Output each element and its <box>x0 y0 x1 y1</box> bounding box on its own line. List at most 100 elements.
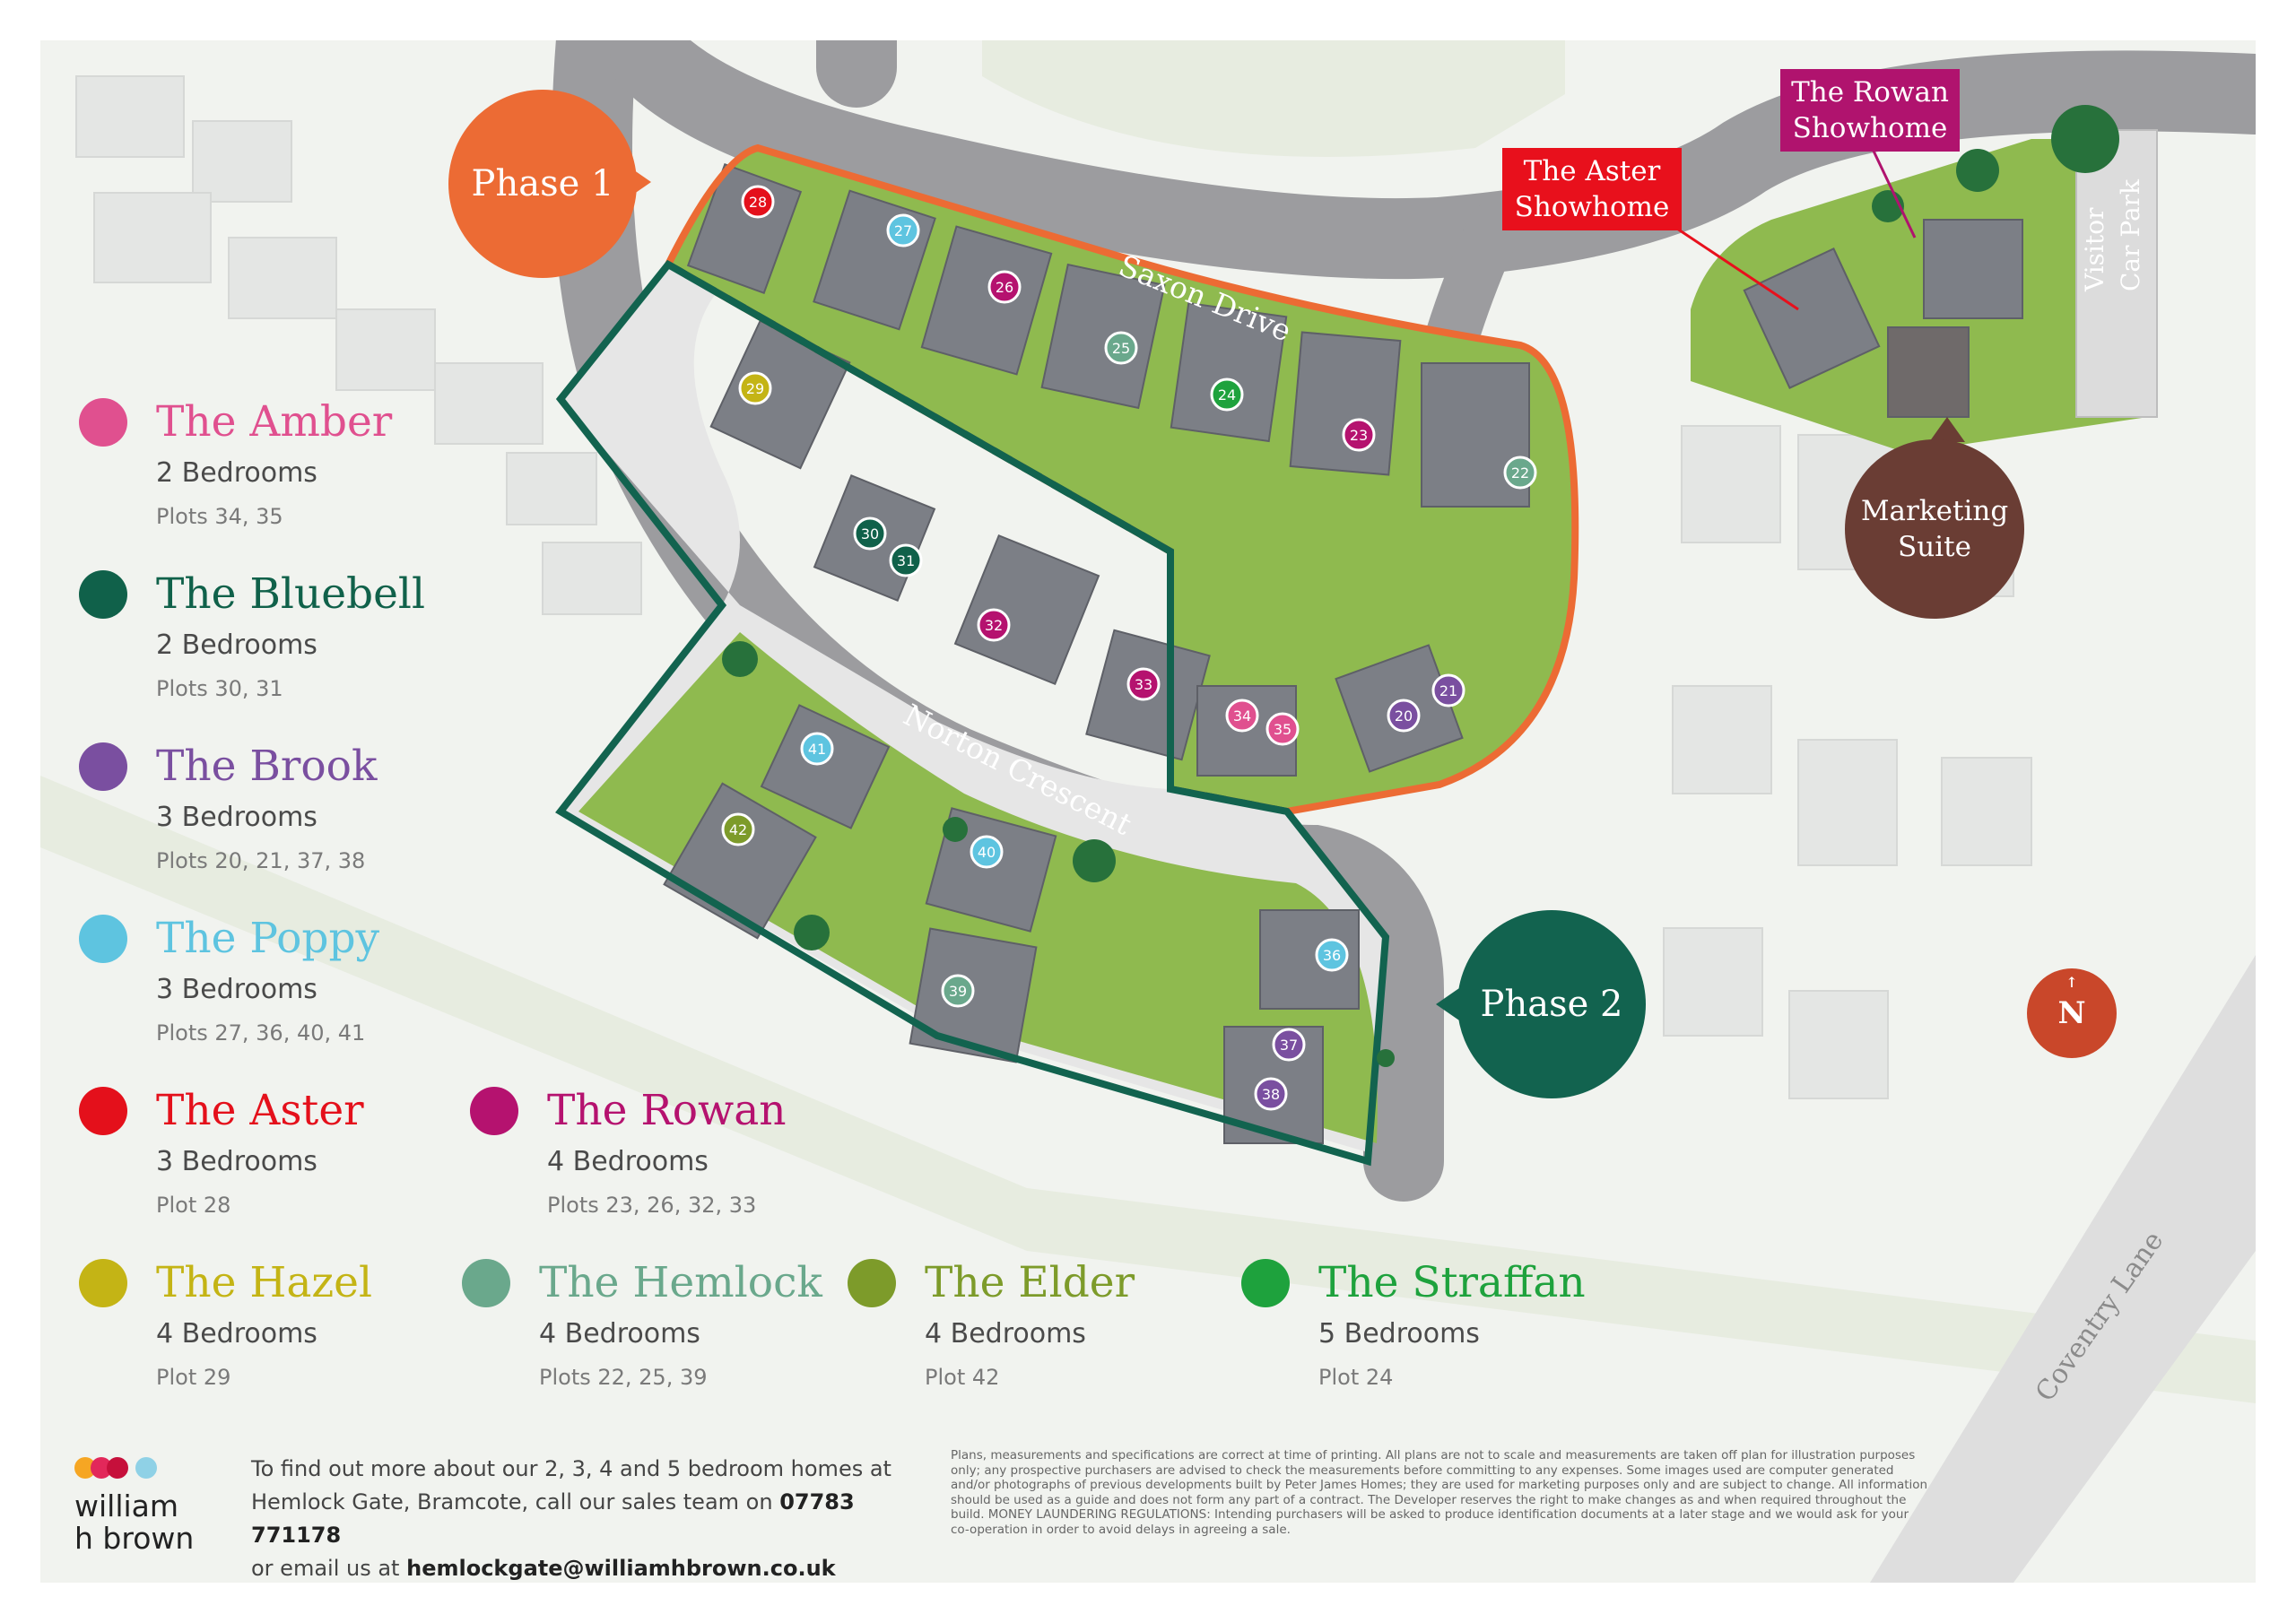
trees <box>722 105 2119 1067</box>
plot-number: 36 <box>1323 947 1341 964</box>
plot-marker-39[interactable]: 39 <box>941 974 975 1008</box>
visitor-car-park <box>2075 129 2158 418</box>
phase2-boundary <box>555 259 1390 1167</box>
car-park-label-1: Visitor <box>2080 207 2109 292</box>
legend-dot-icon <box>79 1259 127 1307</box>
logo-text: william h brown <box>74 1490 194 1555</box>
plot-number: 22 <box>1511 464 1529 482</box>
legend-dot-icon <box>1241 1259 1290 1307</box>
legend-house-name: The Straffan <box>1318 1258 1586 1307</box>
plot-marker-dot <box>1210 378 1244 412</box>
marketing-suite-callout: Marketing Suite <box>1845 439 2024 619</box>
legend-dot-icon <box>79 570 127 619</box>
plot-marker-28[interactable]: 28 <box>741 185 775 219</box>
contact-line3-prefix: or email us at <box>251 1556 400 1581</box>
plot-number: 20 <box>1395 707 1413 725</box>
plot-marker-27[interactable]: 27 <box>886 213 920 247</box>
plot-marker-dot <box>1265 712 1300 746</box>
plot-number: 25 <box>1112 340 1130 357</box>
legend-plots: Plots 22, 25, 39 <box>539 1365 708 1390</box>
plot-marker-dot <box>1104 331 1138 365</box>
contact-email[interactable]: hemlockgate@williamhbrown.co.uk <box>406 1556 836 1581</box>
legend-dot-icon <box>79 398 127 447</box>
plot-marker-32[interactable]: 32 <box>977 608 1011 642</box>
logo-line1: william <box>74 1488 179 1523</box>
plot-marker-20[interactable]: 20 <box>1387 699 1421 733</box>
legal-disclaimer: Plans, measurements and specifications a… <box>951 1448 1928 1537</box>
legend-plots: Plots 23, 26, 32, 33 <box>547 1193 757 1218</box>
plot-marker-23[interactable]: 23 <box>1342 418 1376 452</box>
aster-showhome-line1: The Aster <box>1523 155 1661 187</box>
legend-bedrooms: 3 Bedrooms <box>156 1146 317 1177</box>
plot-marker-26[interactable]: 26 <box>987 270 1022 304</box>
marketing-suite-pointer <box>1929 417 1965 442</box>
plot-marker-33[interactable]: 33 <box>1126 667 1161 701</box>
north-arrow-icon: ↑ <box>2066 974 2078 991</box>
legend-dot-icon <box>79 915 127 963</box>
plot-number: 26 <box>996 279 1013 296</box>
plot-marker-21[interactable]: 21 <box>1431 673 1465 707</box>
plot-number: 42 <box>729 821 747 838</box>
legend-house-name: The Brook <box>156 742 378 791</box>
plot-marker-24[interactable]: 24 <box>1210 378 1244 412</box>
plot-number: 21 <box>1439 682 1457 699</box>
site-map-drawing: Saxon Drive Norton Crescent Coventry Lan… <box>40 40 2256 1583</box>
plot-marker-34[interactable]: 34 <box>1225 699 1259 733</box>
legend-plots: Plots 30, 31 <box>156 676 283 701</box>
logo-dot <box>107 1457 128 1479</box>
plot-marker-dot <box>1431 673 1465 707</box>
plot-number: 38 <box>1262 1086 1280 1103</box>
legend-plots: Plot 24 <box>1318 1365 1394 1390</box>
plot-marker-dot <box>1126 667 1161 701</box>
plot-marker-42[interactable]: 42 <box>721 812 755 846</box>
plot-marker-dot <box>977 608 1011 642</box>
plot-number: 34 <box>1233 707 1251 725</box>
legend-plots: Plots 20, 21, 37, 38 <box>156 848 366 873</box>
site-map: Saxon Drive Norton Crescent Coventry Lan… <box>40 40 2256 1583</box>
rowan-leader-line <box>1868 143 1917 239</box>
green-belt-top <box>982 40 1565 157</box>
legend-house-name: The Elder <box>925 1258 1135 1307</box>
contact-line2: Hemlock Gate, Bramcote, call our sales t… <box>251 1486 933 1552</box>
plot-marker-dot <box>738 371 772 405</box>
plot-marker-37[interactable]: 37 <box>1272 1028 1306 1062</box>
plot-number: 41 <box>808 741 826 758</box>
aster-leader-line <box>1663 218 1799 311</box>
plot-marker-38[interactable]: 38 <box>1254 1077 1288 1111</box>
plot-marker-40[interactable]: 40 <box>970 835 1004 869</box>
plot-number: 24 <box>1218 386 1236 404</box>
plot-marker-35[interactable]: 35 <box>1265 712 1300 746</box>
logo-dot <box>135 1457 157 1479</box>
plot-number: 40 <box>978 844 996 861</box>
contact-phone[interactable]: 07783 771178 <box>251 1489 855 1548</box>
rowan-showhome-line1: The Rowan <box>1791 76 1949 108</box>
plot-marker-dot <box>1225 699 1259 733</box>
plot-marker-41[interactable]: 41 <box>800 732 834 766</box>
legend-dot-icon <box>462 1259 510 1307</box>
plot-marker-31[interactable]: 31 <box>889 543 923 577</box>
plot-marker-30[interactable]: 30 <box>853 516 887 551</box>
plot-marker-25[interactable]: 25 <box>1104 331 1138 365</box>
plot-markers: 28 27 26 25 24 23 22 29 30 31 32 33 34 35 20 21 41 42 40 39… <box>721 185 1537 1111</box>
legend-bedrooms: 4 Bedrooms <box>156 1318 317 1350</box>
plot-marker-dot <box>741 185 775 219</box>
marketing-suite-line2: Suite <box>1898 531 1971 563</box>
phase2-callout: Phase 2 <box>1457 910 1646 1098</box>
legend-dot-icon <box>79 742 127 791</box>
plot-marker-22[interactable]: 22 <box>1503 456 1537 490</box>
plot-number: 31 <box>897 552 915 569</box>
phase1-callout: Phase 1 <box>448 90 637 278</box>
legend-house-name: The Hemlock <box>539 1258 822 1307</box>
plot-marker-dot <box>1315 938 1349 972</box>
legend-plots: Plot 28 <box>156 1193 231 1218</box>
plot-marker-29[interactable]: 29 <box>738 371 772 405</box>
plot-number: 35 <box>1274 721 1292 738</box>
legend-dot-icon <box>470 1087 518 1135</box>
logo-line2: h brown <box>74 1521 195 1556</box>
legend-house-name: The Rowan <box>547 1086 787 1135</box>
legend-house-name: The Aster <box>156 1086 364 1135</box>
plot-marker-36[interactable]: 36 <box>1315 938 1349 972</box>
legend-plots: Plots 34, 35 <box>156 504 283 529</box>
plot-number: 32 <box>985 617 1003 634</box>
